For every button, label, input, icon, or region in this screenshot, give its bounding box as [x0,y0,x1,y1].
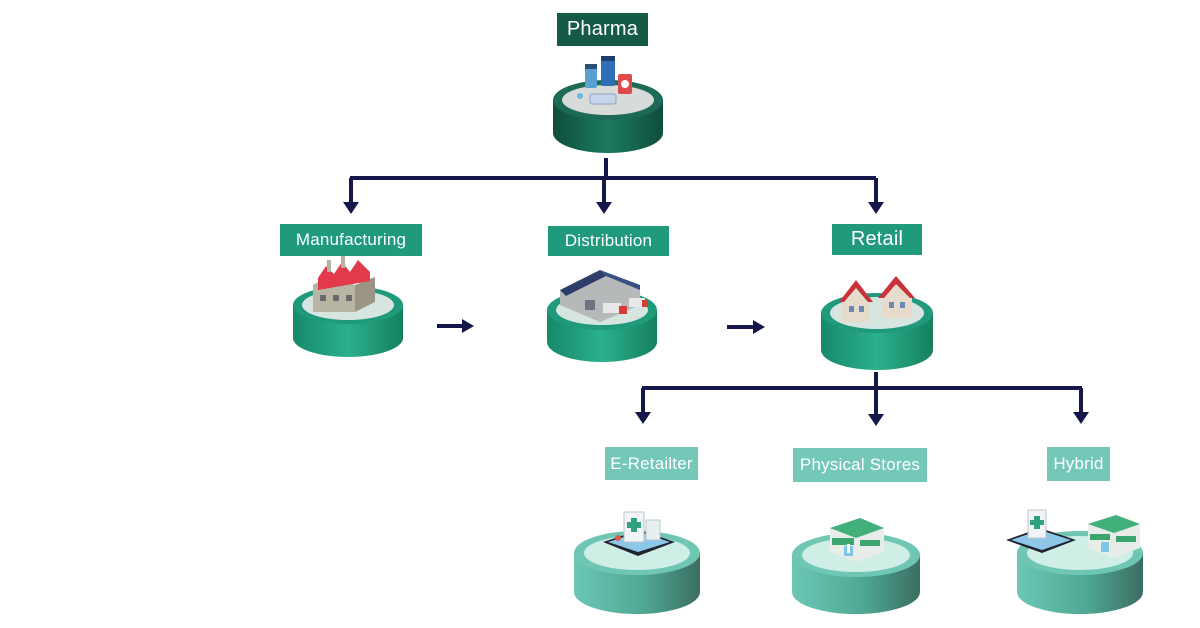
arrow-to-physical-stores [868,388,884,426]
tablet-and-store-icon [1006,509,1140,558]
arrow-to-retail [868,178,884,214]
pedestal-pharma [553,80,663,153]
arrow-to-distribution [596,178,612,214]
node-label-pharma: Pharma [557,13,648,46]
tablet-pharmacy-icon [603,511,675,556]
houses-icon [839,276,915,322]
factory-icon [313,256,375,312]
pharmacy-store-icon [830,518,884,562]
arrow-to-eretailer [635,388,651,424]
node-label-distribution: Distribution [548,226,669,256]
node-label-physical-stores: Physical Stores [793,448,927,482]
arrow-manufacturing-to-distribution [437,319,474,333]
connector-retail-to-level2 [642,372,1082,390]
connector-root-to-level1 [350,158,876,180]
node-label-retail: Retail [832,224,922,255]
arrow-to-manufacturing [343,178,359,214]
pedestal-retail [821,293,933,370]
arrow-distribution-to-retail [727,320,765,334]
medicine-icon [577,56,632,105]
warehouse-truck-icon [560,270,648,322]
arrow-to-hybrid [1073,388,1089,424]
node-label-hybrid: Hybrid [1047,447,1110,481]
node-label-manufacturing: Manufacturing [280,224,422,256]
node-label-eretailer: E-Retailter [605,447,698,480]
